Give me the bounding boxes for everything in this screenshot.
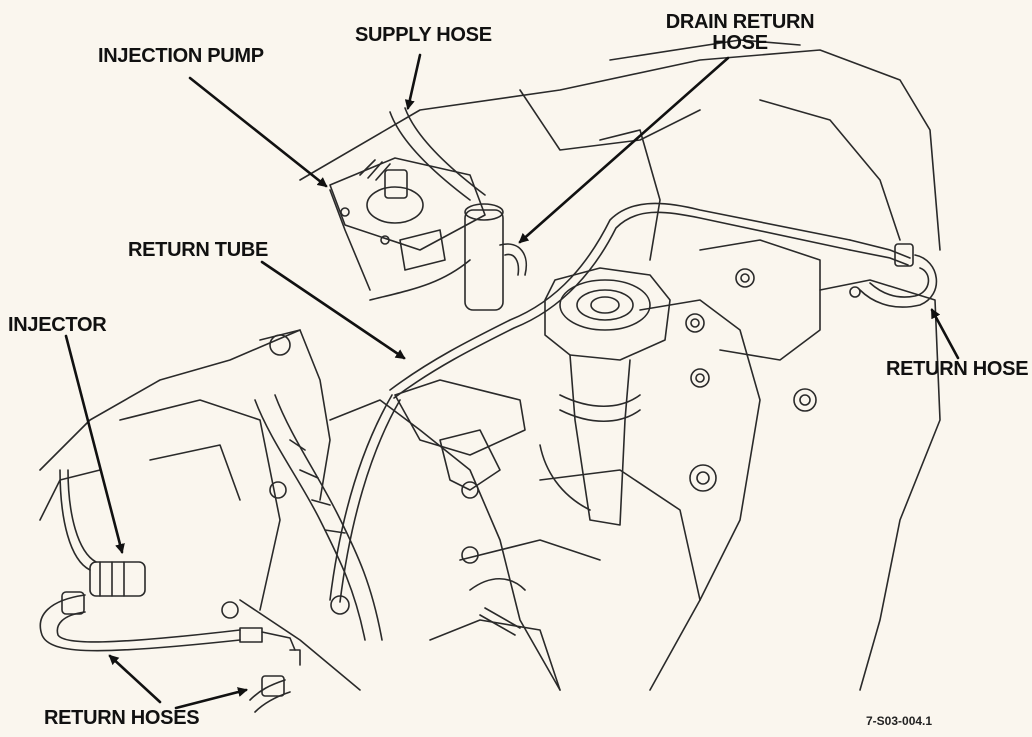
injector-drawing — [59, 469, 146, 597]
bolts-drawing — [221, 268, 817, 636]
arrow-return-tube — [260, 260, 406, 360]
oil-filler-cap-drawing — [539, 267, 671, 526]
callout-arrows — [64, 53, 960, 710]
injection-pump-drawing — [329, 157, 486, 301]
return-hoses-drawing — [39, 591, 301, 713]
label-drain-return-hose-line1: DRAIN RETURN — [665, 11, 815, 33]
arrow-return-hoses-left — [108, 654, 162, 704]
figure-id: 7-S03-004.1 — [866, 714, 933, 728]
arrow-return-hose — [930, 308, 960, 360]
arrow-injection-pump — [188, 76, 328, 188]
arrow-return-hoses-right — [174, 687, 248, 710]
right-return-hose-drawing — [849, 254, 938, 308]
label-supply-hose: SUPPLY HOSE — [355, 24, 492, 46]
label-drain-return-hose-line2: HOSE — [712, 32, 768, 54]
arrow-drain-return-hose — [518, 56, 730, 244]
engine-block-outline — [39, 39, 941, 691]
left-hose-drawing — [254, 394, 383, 641]
label-return-hose: RETURN HOSE — [886, 358, 1029, 380]
label-drain-return-hose: DRAIN RETURN HOSE — [660, 12, 820, 54]
return-tube-drawing — [329, 202, 914, 603]
label-injector: INJECTOR — [8, 314, 107, 336]
label-return-tube: RETURN TUBE — [128, 239, 269, 261]
label-injection-pump: INJECTION PUMP — [98, 45, 264, 67]
bracket-drawing — [394, 379, 526, 491]
arrow-supply-hose — [404, 53, 422, 110]
label-return-hoses: RETURN HOSES — [44, 707, 200, 729]
supply-hose-drawing — [389, 107, 527, 311]
arrow-injector — [64, 334, 125, 554]
